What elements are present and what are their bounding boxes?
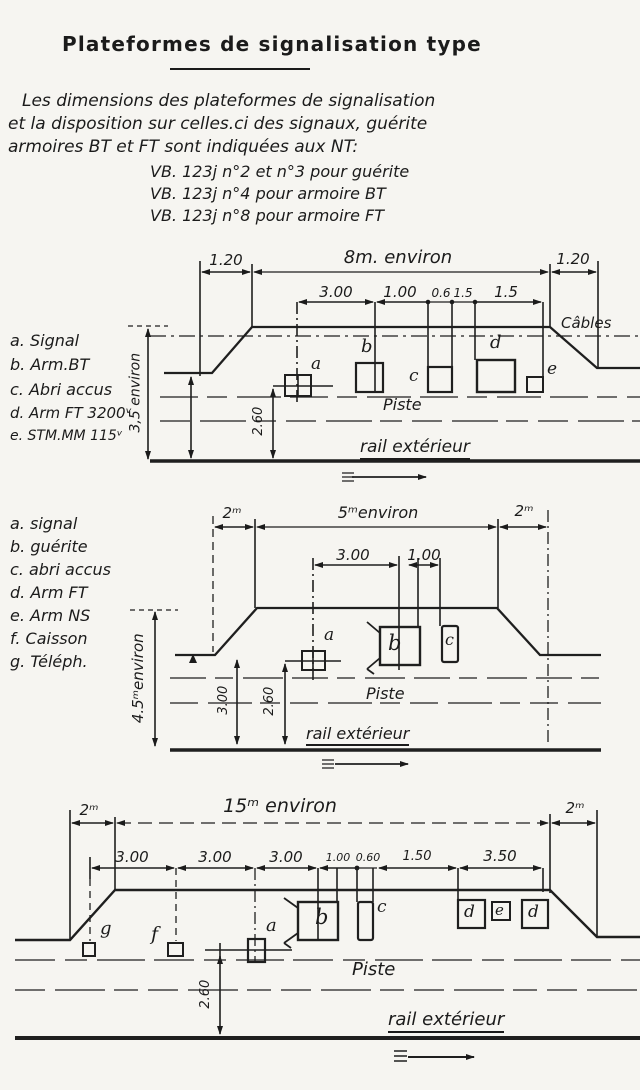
d1-box-label-b: b — [361, 336, 373, 357]
d1-dim-left-margin: 1.20 — [209, 251, 243, 269]
d1-legend-item-b: b. Arm.BT — [10, 355, 90, 374]
title-underline — [170, 68, 310, 70]
d1-box-label-d: d — [490, 332, 502, 353]
intro-line-1: Les dimensions des plateformes de signal… — [22, 91, 436, 111]
d3-dim-350: 3.50 — [483, 847, 517, 865]
d2-legend-item-c: c. abri accus — [10, 560, 111, 579]
intro-ref-1: VB. 123j n°2 et n°3 pour guérite — [150, 162, 410, 181]
d3-clearance-dim: 2.60 — [197, 979, 213, 1009]
d3-dim-100: 1.00 — [325, 851, 351, 864]
d3-rail-label: rail extérieur — [388, 1010, 505, 1033]
d2-legend-item-a: a. signal — [10, 514, 78, 533]
diagram1-linework — [128, 261, 640, 482]
d1-dim-right-margin: 1.20 — [556, 250, 590, 268]
d2-legend-item-e: e. Arm NS — [10, 606, 91, 625]
d1-legend-item-a: a. Signal — [10, 331, 80, 350]
d2-dim-right-margin: 2ᵐ — [514, 502, 534, 520]
d2-dim-left-margin: 2ᵐ — [222, 504, 242, 522]
d2-box-label-a: a — [324, 625, 335, 645]
d1-box-label-a: a — [311, 354, 322, 374]
d2-height-dim: 4.5ᵐenviron — [128, 633, 147, 724]
d3-box-label-b: b — [315, 905, 329, 929]
d2-piste-label: Piste — [366, 684, 405, 703]
d1-box-label-e: e — [547, 359, 558, 379]
d3-box-label-d2: d — [528, 902, 539, 922]
d3-dim-300a: 3.00 — [115, 848, 149, 866]
intro-line-3: armoires BT et FT sont indiquées aux NT: — [8, 137, 359, 157]
d1-box-label-c: c — [409, 366, 419, 386]
d2-dim-width: 5ᵐenviron — [337, 503, 419, 522]
d1-dim-15b: 1.5 — [494, 283, 518, 301]
d2-legend-item-g: g. Téléph. — [10, 652, 88, 671]
d3-box-label-f: f — [151, 923, 159, 945]
diagram3-linework — [15, 810, 640, 1062]
d1-rail-label: rail extérieur — [360, 438, 470, 460]
d1-clearance-dim: 2.60 — [250, 406, 266, 436]
d1-legend-item-d: d. Arm FT 3200ᵛ — [10, 404, 132, 422]
diagram2-linework — [130, 510, 601, 769]
d3-box-label-c: c — [377, 897, 387, 917]
d1-dim-300: 3.00 — [319, 283, 353, 301]
d1-dim-06: 0.6 — [431, 286, 451, 300]
d2-dim-300: 3.00 — [336, 546, 370, 564]
intro-ref-3: VB. 123j n°8 pour armoire FT — [150, 206, 385, 225]
d2-v1-dim: 3.00 — [215, 685, 231, 715]
d1-piste-label: Piste — [383, 395, 422, 414]
d2-rail-label: rail extérieur — [306, 725, 410, 746]
d1-legend-item-c: c. Abri accus — [10, 380, 113, 399]
d3-box-label-d1: d — [464, 902, 475, 922]
d1-dim-width: 8m. environ — [343, 247, 453, 268]
d3-dim-left-margin: 2ᵐ — [79, 801, 99, 819]
d3-box-label-g: g — [100, 918, 112, 939]
intro-ref-2: VB. 123j n°4 pour armoire BT — [150, 184, 386, 203]
d1-dim-15a: 1.5 — [453, 286, 473, 300]
d2-legend-item-d: d. Arm FT — [10, 583, 88, 602]
d2-dim-100: 1.00 — [407, 546, 441, 564]
d3-piste-label: Piste — [352, 959, 396, 980]
d1-height-dim: 3,5 environ — [127, 352, 144, 433]
intro-line-2: et la disposition sur celles.ci des sign… — [8, 114, 428, 134]
d1-dim-100: 1.00 — [383, 283, 417, 301]
d3-dim-300c: 3.00 — [269, 848, 303, 866]
d3-box-label-a: a — [266, 915, 277, 936]
page-title: Plateformes de signalisation type — [62, 32, 482, 56]
d3-dim-width: 15ᵐ environ — [223, 795, 337, 817]
d3-box-label-e: e — [495, 901, 504, 919]
d2-box-label-b: b — [388, 631, 402, 655]
d3-dim-300b: 3.00 — [198, 848, 232, 866]
d3-dim-right-margin: 2ᵐ — [565, 799, 585, 817]
d1-cables-label: Câbles — [561, 314, 612, 332]
d2-legend-item-f: f. Caisson — [10, 629, 88, 648]
d1-legend-item-e: e. STM.MM 115ᵛ — [10, 428, 123, 444]
d3-dim-150: 1.50 — [402, 849, 432, 864]
d3-dim-060: 0.60 — [355, 851, 381, 864]
d2-box-label-c: c — [445, 630, 454, 649]
d2-legend-item-b: b. guérite — [10, 537, 88, 556]
d2-clearance-dim: 2.60 — [261, 686, 277, 716]
